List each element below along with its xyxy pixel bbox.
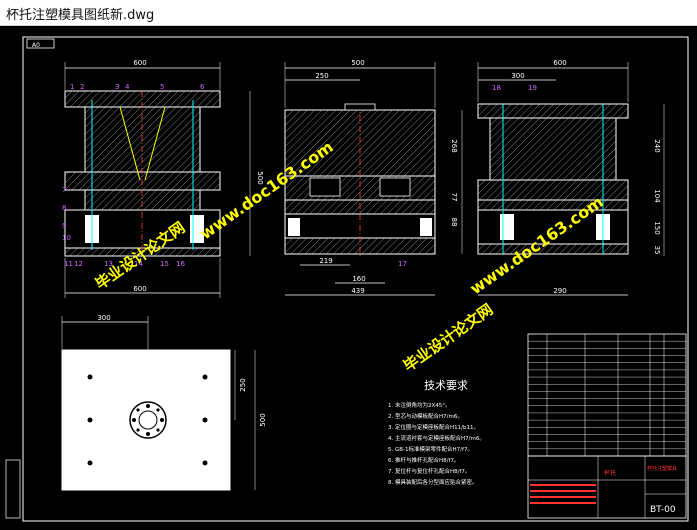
part-label-2: 2 bbox=[80, 83, 84, 91]
part-label-6: 6 bbox=[200, 83, 205, 91]
part-label-17: 17 bbox=[398, 260, 407, 268]
part-label-11: 11 bbox=[64, 260, 73, 268]
middle-section-view: 500 250 268 77 88 219 160 439 17 bbox=[284, 59, 463, 296]
dim-plan-500: 500 bbox=[259, 413, 267, 426]
dim-right-300: 300 bbox=[511, 72, 524, 80]
dim-mid-88: 88 bbox=[450, 218, 458, 227]
part-label-18: 18 bbox=[492, 84, 501, 92]
dim-left-bottom: 600 bbox=[133, 285, 146, 293]
dim-mid-250: 250 bbox=[315, 72, 328, 80]
technical-requirements: 技术要求 1. 未注倒角均为2X45°。 2. 型芯与动模板配合H7/m6。 3… bbox=[388, 379, 485, 486]
tech-title: 技术要求 bbox=[424, 379, 468, 392]
drawing-code: BT-00 bbox=[650, 505, 676, 515]
dim-right-bottom: 290 bbox=[553, 287, 566, 295]
part-label-14: 14 bbox=[134, 260, 143, 268]
title-red-label: 杯托注塑模具 bbox=[647, 465, 677, 472]
sheet-border bbox=[22, 36, 689, 522]
dim-plan-300: 300 bbox=[97, 314, 110, 322]
cad-canvas[interactable]: A0 600 600 500 1 2 3 4 5 6 7 bbox=[0, 26, 697, 526]
tech-note-5: 5. GB-1标准模架零件配合H7/f7。 bbox=[388, 445, 473, 453]
dim-mid-77: 77 bbox=[450, 193, 458, 202]
watermark-cn-2: 毕业设计论文网 bbox=[400, 300, 496, 375]
dim-left-height: 500 bbox=[256, 171, 264, 184]
dim-mid-219: 219 bbox=[319, 257, 332, 265]
part-label-19: 19 bbox=[528, 84, 537, 92]
part-label-8: 8 bbox=[62, 204, 66, 212]
dim-right-150: 150 bbox=[653, 221, 661, 234]
part-label-15: 15 bbox=[160, 260, 169, 268]
part-label-4: 4 bbox=[125, 83, 130, 91]
dim-right-240: 240 bbox=[653, 139, 661, 152]
dim-right-top: 600 bbox=[553, 59, 566, 67]
dim-left-top: 600 bbox=[133, 59, 146, 67]
part-label-3: 3 bbox=[115, 83, 119, 91]
dim-mid-268: 268 bbox=[450, 139, 458, 152]
tech-note-1: 1. 未注倒角均为2X45°。 bbox=[388, 401, 451, 409]
tech-note-7: 7. 复位杆与复位杆孔配合H8/f7。 bbox=[388, 467, 470, 475]
part-label-7: 7 bbox=[62, 186, 66, 194]
window-title: 杯托注塑模具图纸新.dwg bbox=[6, 8, 155, 23]
part-label-1: 1 bbox=[70, 83, 74, 91]
sheet-size-label: A0 bbox=[32, 42, 40, 49]
part-label-9: 9 bbox=[62, 222, 66, 230]
dim-right-104: 104 bbox=[653, 189, 661, 203]
right-section-view: 600 300 290 240 104 150 35 18 19 bbox=[477, 59, 665, 296]
title-part-name: 杯托 bbox=[604, 469, 616, 477]
dim-mid-top: 500 bbox=[351, 59, 364, 67]
dim-plan-250: 250 bbox=[239, 378, 247, 391]
plan-view: 300 250 500 bbox=[61, 314, 267, 491]
dim-mid-439: 439 bbox=[351, 287, 364, 295]
dim-right-35: 35 bbox=[653, 246, 661, 255]
tech-note-6: 6. 推杆与推杆孔配合H8/f7。 bbox=[388, 456, 459, 464]
dim-mid-160: 160 bbox=[352, 275, 365, 283]
window-titlebar: 杯托注塑模具图纸新.dwg bbox=[0, 0, 697, 26]
tech-note-8: 8. 模具装配后各分型面应贴合紧密。 bbox=[388, 478, 478, 486]
part-label-12: 12 bbox=[74, 260, 83, 268]
title-block: 杯托 杯托注塑模具 BT-00 bbox=[527, 455, 687, 519]
sheet-size-box bbox=[26, 38, 55, 49]
left-section-view: 600 600 500 1 2 3 4 5 6 7 8 9 10 11 12 1… bbox=[62, 59, 264, 298]
part-label-13: 13 bbox=[104, 260, 113, 268]
part-label-16: 16 bbox=[176, 260, 185, 268]
tech-note-2: 2. 型芯与动模板配合H7/m6。 bbox=[388, 412, 463, 420]
tech-note-4: 4. 主流道衬套与定模座板配合H7/m6。 bbox=[388, 434, 485, 442]
revision-strip bbox=[5, 459, 21, 519]
part-label-10: 10 bbox=[62, 234, 71, 242]
drawing-sheet: A0 600 600 500 1 2 3 4 5 6 7 bbox=[5, 36, 689, 522]
part-label-5: 5 bbox=[160, 83, 164, 91]
tech-note-3: 3. 定位圈与定模座板配合H11/b11。 bbox=[388, 423, 479, 431]
bom-table bbox=[527, 333, 687, 457]
